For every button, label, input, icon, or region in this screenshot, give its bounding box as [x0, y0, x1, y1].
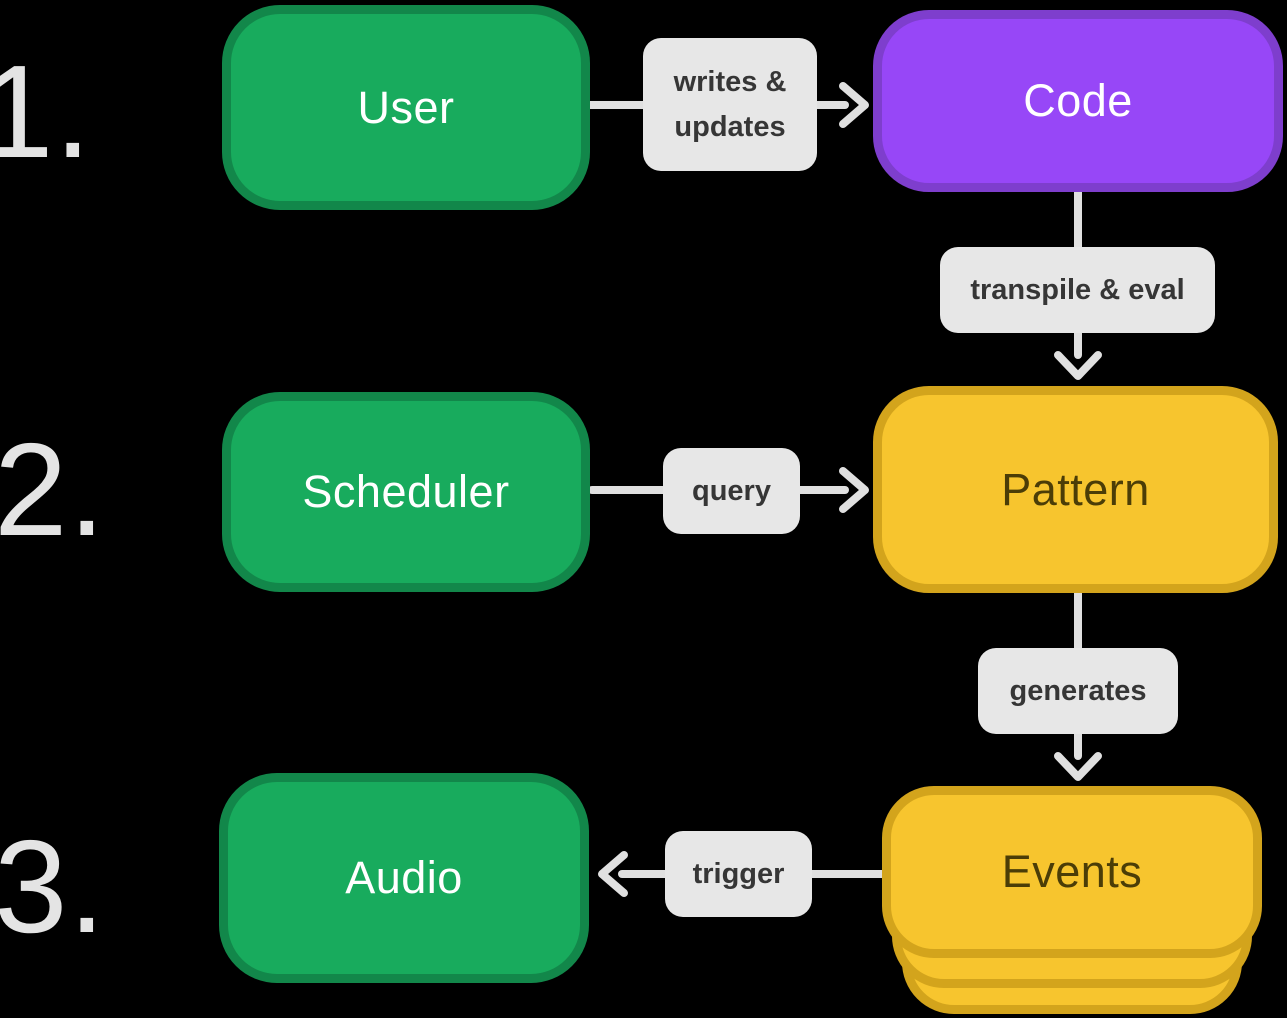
node-pattern-label: Pattern [1001, 463, 1150, 515]
step-number-3: 3. [0, 813, 107, 960]
events-card-front: Events [882, 786, 1262, 958]
edge-label-generates-text: generates [1009, 674, 1147, 707]
arrow-user-to-code-head [839, 82, 869, 128]
node-pattern: Pattern [873, 386, 1278, 593]
step-number-1: 1. [0, 38, 93, 185]
edge-label-query-text: query [692, 474, 771, 507]
step-number-2: 2. [0, 416, 107, 563]
edge-label-generates: generates [978, 648, 1178, 734]
arrow-scheduler-to-pattern-head [839, 467, 869, 513]
arrow-pattern-to-events-head [1054, 752, 1102, 781]
node-audio-label: Audio [345, 852, 463, 903]
node-code: Code [873, 10, 1283, 192]
node-events-label: Events [1001, 846, 1143, 897]
edge-label-transpile-eval-text: transpile & eval [970, 273, 1185, 306]
node-scheduler: Scheduler [222, 392, 590, 592]
node-scheduler-label: Scheduler [302, 466, 510, 517]
arrow-code-to-pattern-head [1054, 351, 1102, 380]
edge-label-transpile-eval: transpile & eval [940, 247, 1215, 333]
edge-label-query: query [663, 448, 800, 534]
edge-label-trigger-text: trigger [692, 857, 785, 890]
node-audio: Audio [219, 773, 589, 983]
edge-label-trigger: trigger [665, 831, 812, 917]
edge-label-writes-updates-text: writes & updates [673, 65, 787, 143]
arrow-events-to-audio-head [598, 851, 628, 897]
node-user: User [222, 5, 590, 210]
node-code-label: Code [1023, 75, 1133, 126]
edge-label-writes-updates: writes & updates [643, 38, 817, 171]
node-user-label: User [357, 81, 455, 133]
